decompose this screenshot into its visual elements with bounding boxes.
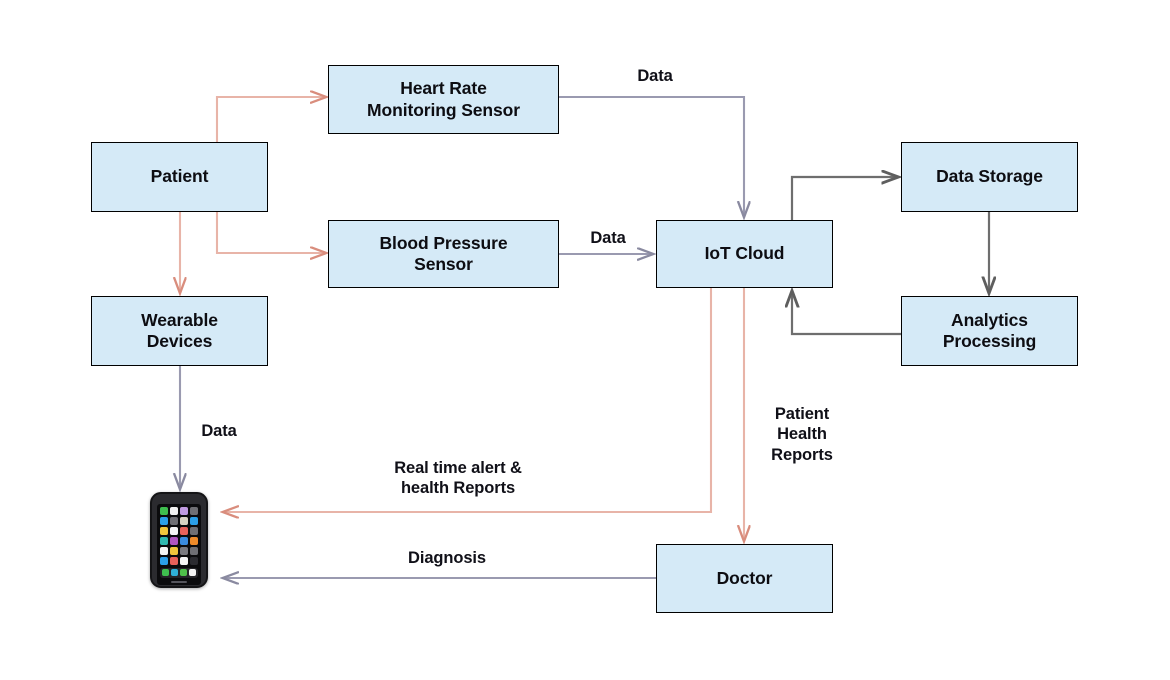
phone-app-icon-6 <box>170 517 178 525</box>
edge-label-data-heart-rate: Data <box>637 67 673 85</box>
edge-label-diagnosis: Diagnosis <box>408 549 486 567</box>
phone-app-icon-13 <box>160 537 168 545</box>
node-iot-cloud[interactable]: IoT Cloud <box>656 220 833 288</box>
edge-label-data-wearable: Data <box>201 422 237 440</box>
phone-app-icon-8 <box>190 517 198 525</box>
smartphone-icon[interactable] <box>150 492 208 588</box>
phone-app-icon-22 <box>170 557 178 566</box>
phone-app-icon-16 <box>190 537 198 545</box>
node-data-storage[interactable]: Data Storage <box>901 142 1078 212</box>
phone-app-icon-2 <box>170 507 178 515</box>
phone-app-icon-20 <box>190 547 198 556</box>
phone-dock-icon-1 <box>161 569 169 577</box>
edge-label-data-blood-pressure: Data <box>590 229 626 247</box>
edge-heart-rate-to-cloud <box>559 95 744 217</box>
phone-app-icon-11 <box>180 527 188 535</box>
phone-dock-icon-4 <box>189 569 197 577</box>
node-doctor[interactable]: Doctor <box>656 544 833 613</box>
phone-app-icon-15 <box>180 537 188 545</box>
phone-app-grid <box>160 507 198 566</box>
node-wearable-devices[interactable]: Wearable Devices <box>91 296 268 366</box>
phone-screen <box>157 504 201 586</box>
phone-app-icon-21 <box>160 557 168 566</box>
edge-label-patient-health-reports: Patient Health Reports <box>771 405 833 464</box>
phone-app-icon-10 <box>170 527 178 535</box>
node-patient[interactable]: Patient <box>91 142 268 212</box>
phone-app-icon-12 <box>190 527 198 535</box>
phone-app-icon-4 <box>190 507 198 515</box>
edge-label-realtime-alert: Real time alert & health Reports <box>394 459 522 498</box>
node-analytics-processing[interactable]: Analytics Processing <box>901 296 1078 366</box>
phone-app-icon-14 <box>170 537 178 545</box>
phone-app-icon-19 <box>180 547 188 556</box>
phone-app-icon-7 <box>180 517 188 525</box>
phone-app-icon-18 <box>170 547 178 556</box>
edge-analytics-to-cloud <box>792 291 901 336</box>
phone-app-icon-24 <box>190 557 198 566</box>
node-heart-rate-monitoring-sensor[interactable]: Heart Rate Monitoring Sensor <box>328 65 559 134</box>
phone-dock <box>160 567 198 579</box>
node-blood-pressure-sensor[interactable]: Blood Pressure Sensor <box>328 220 559 288</box>
phone-app-icon-1 <box>160 507 168 515</box>
edge-cloud-to-data-storage <box>790 177 898 220</box>
phone-app-icon-3 <box>180 507 188 515</box>
phone-app-icon-17 <box>160 547 168 556</box>
edge-patient-to-blood-pressure <box>215 212 326 253</box>
phone-app-icon-9 <box>160 527 168 535</box>
phone-app-icon-23 <box>180 557 188 566</box>
edge-patient-to-heart-rate <box>215 97 326 142</box>
phone-app-icon-5 <box>160 517 168 525</box>
phone-dock-icon-3 <box>180 569 188 577</box>
phone-dock-icon-2 <box>170 569 178 577</box>
phone-home-indicator <box>171 581 187 584</box>
